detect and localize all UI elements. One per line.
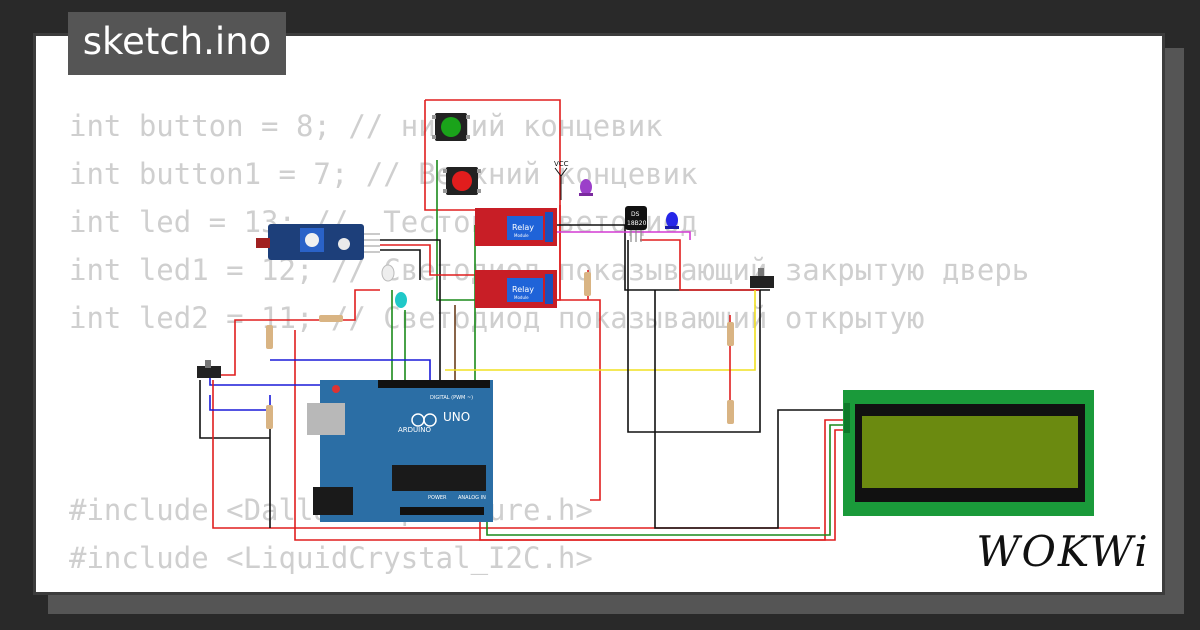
wires — [199, 99, 845, 541]
relay-label: Relay — [512, 223, 534, 232]
relay-label: Relay — [512, 285, 534, 294]
lcd-display — [843, 390, 1094, 516]
cyan-led — [395, 292, 407, 308]
arduino-digital-label: DIGITAL (PWM ~) — [430, 395, 473, 401]
relay-module-bottom: Relay Module — [475, 270, 557, 308]
arduino-power-label: POWER — [428, 495, 447, 501]
file-title-tab: sketch.ino — [68, 12, 286, 75]
wokwi-logo: WOKWi — [976, 526, 1150, 576]
sensor-model: 18B20 — [627, 220, 647, 227]
code-line: int button1 = 7; // Верхний концевик — [69, 157, 698, 191]
arduino-analog-label: ANALOG IN — [458, 495, 486, 501]
red-push-button — [443, 167, 481, 195]
relay-sub: Module — [514, 233, 529, 238]
green-push-button — [432, 113, 470, 141]
code-line: int led1 = 12; // Светодиод показывающий… — [69, 253, 1030, 287]
purple-led — [579, 179, 593, 196]
blue-led — [665, 212, 679, 229]
resistors — [266, 272, 734, 429]
vcc-marker: VCC — [554, 160, 569, 200]
light-sensor-module — [256, 224, 380, 260]
slide-switch-left — [197, 360, 221, 378]
code-line: #include <LiquidCrystal_I2C.h> — [69, 541, 593, 575]
slide-switch-right — [750, 268, 774, 288]
sensor-label: DS — [631, 211, 640, 218]
relay-module-top: Relay Module — [475, 208, 557, 246]
vcc-label: VCC — [554, 160, 569, 168]
arduino-model: UNO — [443, 410, 470, 424]
relay-sub: Module — [514, 295, 529, 300]
arduino-brand: ARDUINO — [398, 426, 431, 434]
white-led — [381, 264, 395, 282]
temperature-sensor: DS 18B20 — [625, 206, 647, 242]
arduino-uno-board: DIGITAL (PWM ~) UNO ARDUINO POWER ANALOG… — [307, 380, 493, 522]
